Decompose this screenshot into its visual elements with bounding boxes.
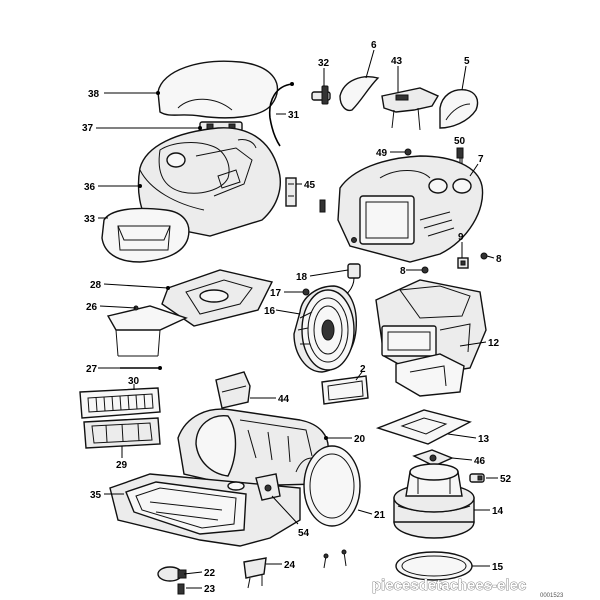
part-20-lower-body xyxy=(177,408,329,487)
part-28-bag-plate xyxy=(161,269,274,327)
part-52-brush xyxy=(469,473,485,483)
part-24-clip xyxy=(243,557,267,589)
label-31: 31 xyxy=(288,110,300,121)
part-33-handle-grip xyxy=(101,207,190,263)
label-37: 37 xyxy=(82,123,94,134)
label-46: 46 xyxy=(474,456,486,467)
drawing-code: 0001523 xyxy=(540,593,564,599)
label-22: 22 xyxy=(204,568,216,579)
label-49: 49 xyxy=(376,148,388,159)
label-27: 27 xyxy=(86,364,98,375)
part-44-bracket xyxy=(215,371,251,409)
part-12-motor-chamber xyxy=(375,279,487,377)
label-21: 21 xyxy=(374,510,386,521)
part-12-lower-duct xyxy=(395,353,465,397)
label-18: 18 xyxy=(296,272,308,283)
label-44: 44 xyxy=(278,394,290,405)
label-30: 30 xyxy=(128,376,140,387)
part-7-motor-housing xyxy=(337,155,484,263)
label-36: 36 xyxy=(84,182,96,193)
label-12: 12 xyxy=(488,338,500,349)
part-15-ring xyxy=(395,551,473,581)
label-2: 2 xyxy=(360,364,366,375)
label-8-a: 8 xyxy=(400,266,406,277)
label-8-b: 8 xyxy=(496,254,502,265)
part-number-labels: 38 37 36 33 31 32 6 43 5 45 50 49 7 28 2… xyxy=(82,40,512,595)
watermark-text: piecesdetachees-elec xyxy=(372,577,526,594)
label-20: 20 xyxy=(354,434,366,445)
part-8-screw-a xyxy=(421,266,429,274)
part-2-filter xyxy=(321,375,369,405)
part-31-wire xyxy=(268,82,294,147)
part-5-cover xyxy=(439,89,479,129)
label-33: 33 xyxy=(84,214,96,225)
part-38-top-lid xyxy=(157,60,278,119)
label-7: 7 xyxy=(478,154,484,165)
part-35-base xyxy=(109,473,301,547)
label-50: 50 xyxy=(454,136,466,147)
label-26: 26 xyxy=(86,302,98,313)
part-49-nut xyxy=(404,148,412,156)
part-30-grille xyxy=(79,387,161,419)
label-43: 43 xyxy=(391,56,403,67)
part-27-rod xyxy=(120,366,162,370)
label-23: 23 xyxy=(204,584,216,595)
part-8-screw-b xyxy=(480,252,488,260)
part-screw-left-7 xyxy=(319,199,326,213)
part-21-wheel-cover xyxy=(295,445,361,527)
label-52: 52 xyxy=(500,474,512,485)
label-45: 45 xyxy=(304,180,316,191)
part-45-clip xyxy=(285,177,297,207)
label-54: 54 xyxy=(298,528,310,539)
part-16-cord-reel xyxy=(293,285,357,373)
part-36-upper-housing xyxy=(137,127,281,237)
part-23-screw xyxy=(177,583,185,595)
label-32: 32 xyxy=(318,58,330,69)
part-43-bracket xyxy=(381,87,440,131)
label-24: 24 xyxy=(284,560,296,571)
label-17: 17 xyxy=(270,288,282,299)
label-5: 5 xyxy=(464,56,470,67)
part-22-caster xyxy=(157,566,187,582)
part-32-pin xyxy=(311,85,331,105)
label-38: 38 xyxy=(88,89,100,100)
part-14-motor xyxy=(393,463,475,539)
part-6-cover xyxy=(339,76,380,112)
label-14: 14 xyxy=(492,506,504,517)
label-9: 9 xyxy=(458,232,464,243)
label-35: 35 xyxy=(90,490,102,501)
label-16: 16 xyxy=(264,306,276,317)
leader-lines xyxy=(96,49,498,589)
label-13: 13 xyxy=(478,434,490,445)
part-17-screw xyxy=(302,288,310,296)
label-29: 29 xyxy=(116,460,128,471)
part-26-frame xyxy=(106,305,188,357)
label-6: 6 xyxy=(371,40,377,51)
part-29-filter-frame xyxy=(83,417,161,449)
label-28: 28 xyxy=(90,280,102,291)
part-13-gasket xyxy=(375,409,472,445)
label-15: 15 xyxy=(492,562,504,573)
part-54-latch xyxy=(255,473,281,501)
part-9-switch xyxy=(457,257,469,269)
part-small-screws-bottom xyxy=(323,549,347,569)
